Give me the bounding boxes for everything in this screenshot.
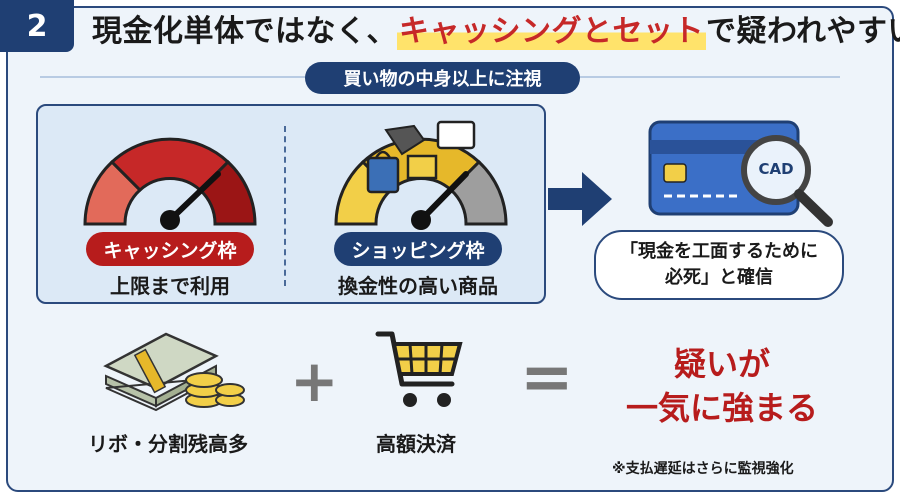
cashing-gauge-icon xyxy=(83,137,257,230)
shopping-gauge-icon xyxy=(334,120,508,230)
gauge-needle xyxy=(418,171,469,223)
shopping-bag-icon xyxy=(366,156,400,194)
equals-sign: = xyxy=(520,341,574,415)
money-stack-icon xyxy=(103,332,245,412)
payment-label: 高額決済 xyxy=(376,432,456,456)
bubble-line-2: 必死」と確信 xyxy=(665,267,773,288)
card-chip xyxy=(663,163,687,183)
shopping-limit-tag: ショッピング枠 xyxy=(334,232,502,266)
result-line-1: 疑いが xyxy=(673,345,770,383)
balance-label: リボ・分割残高多 xyxy=(88,432,248,456)
price-tag-icon xyxy=(384,124,426,156)
panel-divider xyxy=(284,126,286,286)
title-highlight: キャッシングとセット xyxy=(397,6,706,50)
magnifier-label: CAD xyxy=(758,160,794,178)
section-number-badge: 2 xyxy=(0,0,74,52)
cashing-caption: 上限まで利用 xyxy=(110,274,230,298)
credit-card-icon xyxy=(648,120,833,227)
gauge-segment-mid xyxy=(109,137,231,193)
result-text: 疑いが 一気に強まる xyxy=(622,342,822,430)
shopping-cart-icon xyxy=(375,331,463,407)
bubble-line-1: 「現金を工面するために xyxy=(620,241,818,262)
title-suffix: で疑われやすい xyxy=(706,14,900,49)
result-line-2: 一気に強まる xyxy=(625,389,818,427)
arrow-right-icon xyxy=(548,172,612,226)
subtitle-pill: 買い物の中身以上に注視 xyxy=(305,62,580,94)
gauge-needle xyxy=(167,171,221,223)
footnote: ※支払遅延はさらに監視強化 xyxy=(612,461,794,477)
cashing-limit-tag: キャッシング枠 xyxy=(86,232,254,266)
shopping-caption: 換金性の高い商品 xyxy=(338,274,498,298)
gift-box-icon xyxy=(406,154,438,180)
magnifier-icon xyxy=(741,135,811,205)
laptop-icon xyxy=(436,120,476,150)
gauge-hub xyxy=(411,210,431,230)
page-title: 現金化単体ではなく、 キャッシングとセット で疑われやすい xyxy=(92,6,900,50)
speech-bubble: 「現金を工面するために 必死」と確信 xyxy=(594,230,844,300)
title-prefix: 現金化単体ではなく、 xyxy=(92,14,397,49)
gauge-hub xyxy=(160,210,180,230)
plus-sign: + xyxy=(290,347,339,415)
